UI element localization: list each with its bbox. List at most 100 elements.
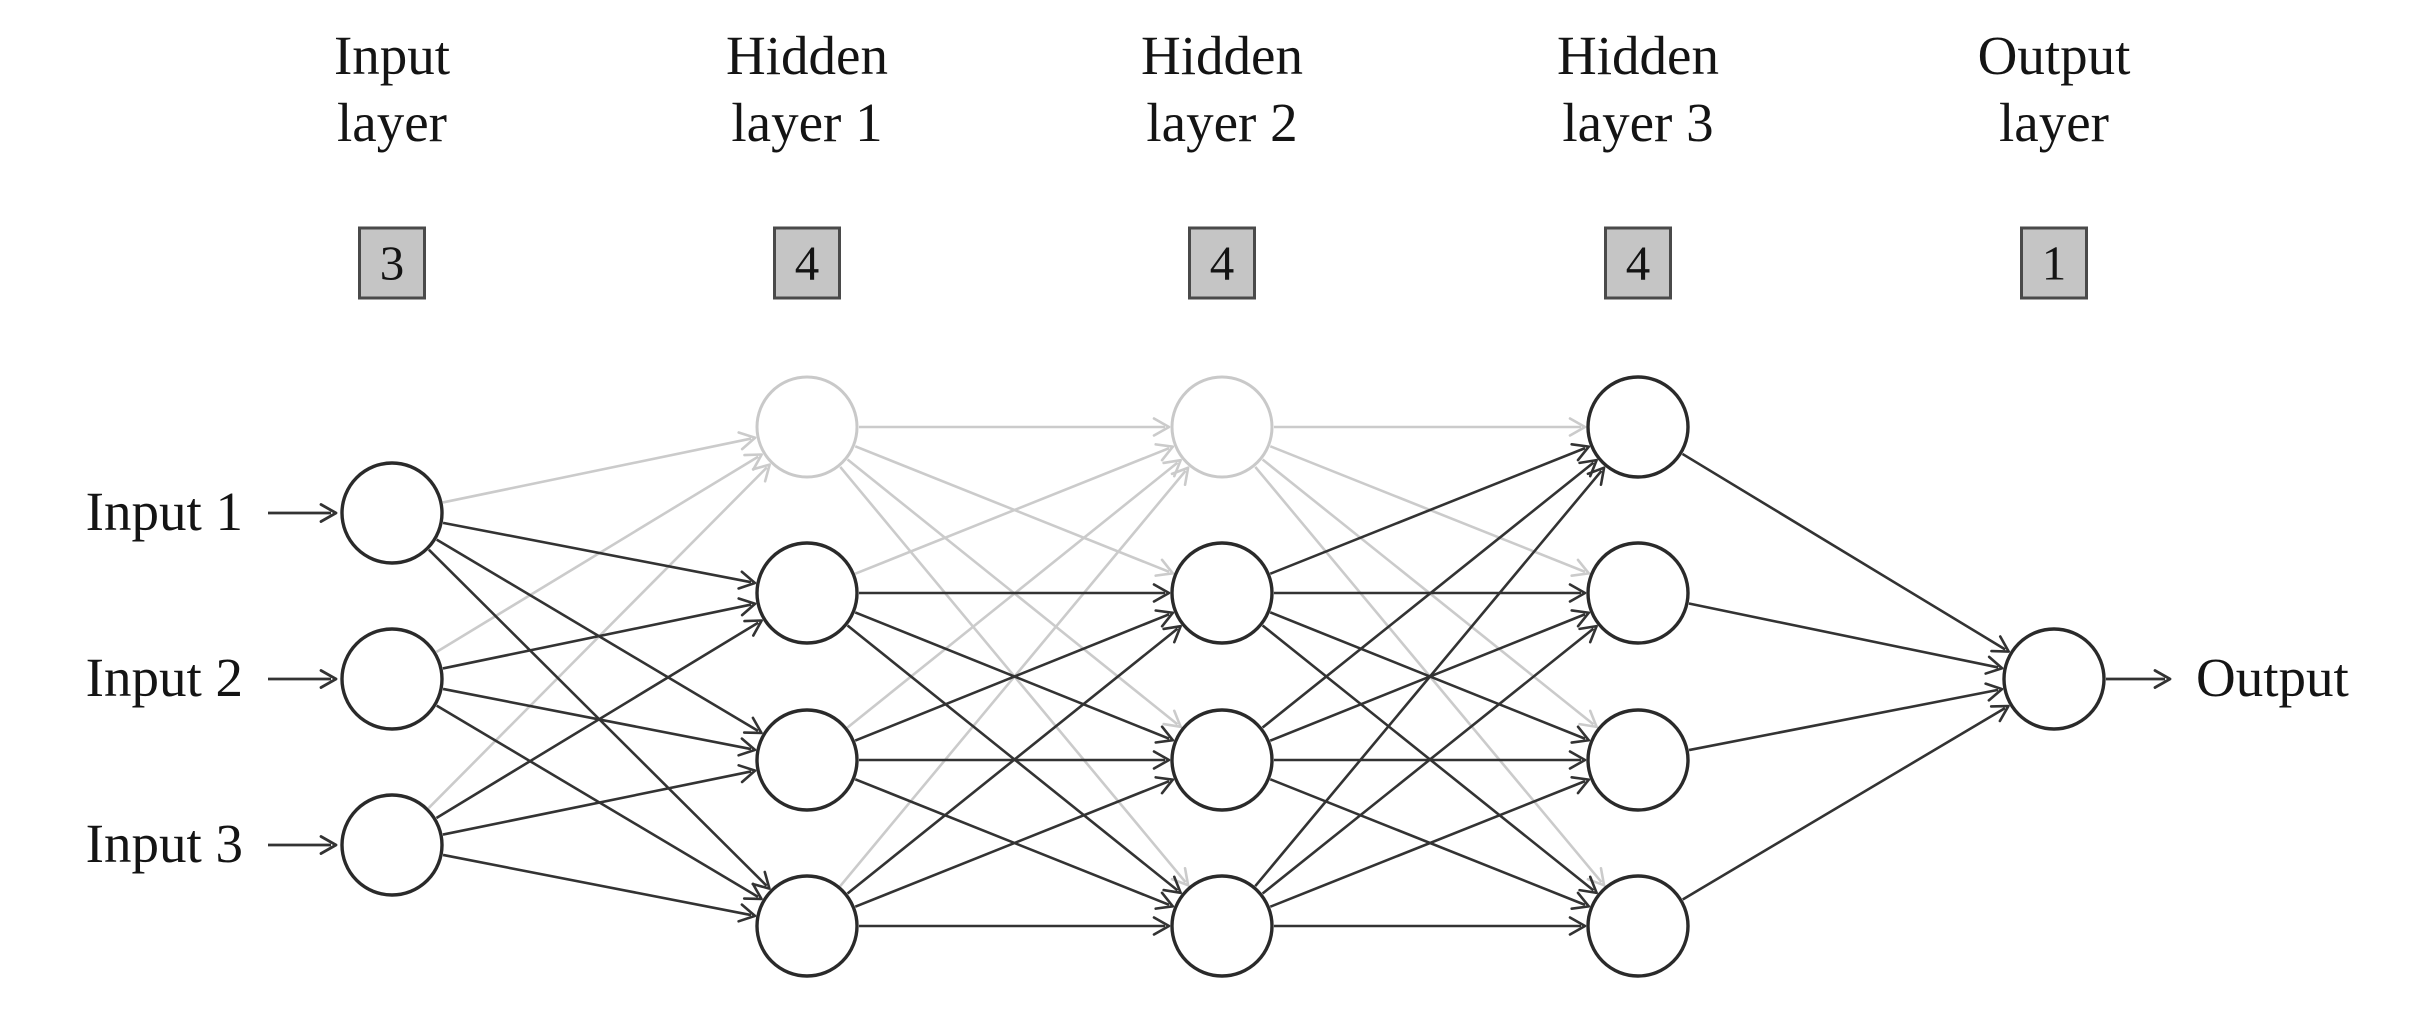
node-hidden-layer-1-n3 [755, 708, 859, 812]
edge-line [427, 466, 768, 810]
edge-input-layer-n3-to-hidden-layer-1-n3 [442, 764, 757, 836]
node-input-layer-n2 [340, 627, 444, 731]
edge-input-layer-n2-to-hidden-layer-1-n4 [436, 704, 763, 901]
edge-input-layer-n3-to-hidden-layer-1-n1 [427, 463, 771, 810]
edge-arrowhead-icon [1152, 583, 1171, 603]
edge-hidden-layer-2-n2-to-hidden-layer-3-n2 [1274, 583, 1587, 603]
edge-arrowhead-icon [1154, 443, 1175, 462]
edge-arrowhead-icon [742, 882, 763, 901]
edge-input-layer-n1-to-hidden-layer-1-n2 [442, 521, 757, 590]
edge-arrowhead-icon [1154, 558, 1175, 577]
edge-hidden-layer-2-n2-to-hidden-layer-3-n3 [1269, 611, 1591, 744]
input-arrow-1 [268, 503, 338, 523]
edge-hidden-layer-2-n2-to-hidden-layer-3-n4 [1261, 624, 1598, 895]
layer-header-line: Hidden [1141, 25, 1303, 86]
arrow-head-icon [319, 835, 338, 855]
edge-arrowhead-icon [742, 716, 763, 735]
edge-arrowhead-icon [1578, 709, 1598, 729]
node-hidden-layer-3-n4 [1586, 874, 1690, 978]
edge-hidden-layer-1-n4-to-hidden-layer-2-n2 [846, 624, 1182, 895]
edge-line [1269, 445, 1586, 574]
edge-arrowhead-icon [751, 870, 771, 890]
edge-line [442, 603, 752, 670]
layer-size-badge-hidden-3: 4 [1604, 226, 1672, 300]
edge-hidden-layer-1-n4-to-hidden-layer-2-n4 [859, 916, 1171, 936]
edge-line [1254, 469, 1603, 887]
edge-line [442, 770, 752, 836]
layer-header-line: layer 1 [731, 92, 883, 153]
edge-arrowhead-icon [1570, 443, 1591, 462]
layer-header-line: Hidden [726, 25, 888, 86]
edge-input-layer-n3-to-hidden-layer-1-n2 [435, 619, 763, 820]
edge-line [1269, 611, 1586, 740]
edge-hidden-layer-3-n2-to-output-layer-n1 [1688, 602, 2004, 675]
edge-line [1688, 688, 1999, 752]
edge-hidden-layer-2-n4-to-hidden-layer-3-n2 [1261, 624, 1598, 895]
node-hidden-layer-3-n1 [1586, 375, 1690, 479]
node-hidden-layer-3-n3 [1586, 708, 1690, 812]
edge-hidden-layer-2-n4-to-hidden-layer-3-n1 [1254, 466, 1606, 887]
edge-hidden-layer-3-n3-to-output-layer-n1 [1688, 682, 2004, 752]
edge-arrowhead-icon [737, 431, 757, 451]
edge-arrowhead-icon [1170, 466, 1190, 487]
node-hidden-layer-2-n3 [1170, 708, 1274, 812]
edge-arrowhead-icon [1984, 682, 2004, 702]
edge-hidden-layer-1-n2-to-hidden-layer-2-n4 [846, 624, 1182, 895]
arrow-head-icon [2153, 669, 2172, 689]
layer-header-output: Output layer [1824, 22, 2284, 156]
edge-hidden-layer-2-n3-to-hidden-layer-3-n4 [1269, 778, 1591, 910]
layer-header-line: layer 2 [1146, 92, 1298, 153]
edge-line [1261, 627, 1595, 895]
layer-size-badge-output: 1 [2020, 226, 2088, 300]
nodes [340, 375, 2106, 978]
edge-input-layer-n2-to-hidden-layer-1-n2 [442, 597, 757, 670]
edge-arrowhead-icon [1154, 725, 1175, 744]
edge-hidden-layer-1-n2-to-hidden-layer-2-n1 [854, 443, 1175, 575]
edge-arrowhead-icon [737, 597, 757, 617]
layer-size-badge-hidden-2: 4 [1188, 226, 1256, 300]
edge-line [854, 445, 1170, 574]
io-arrows [268, 503, 2172, 855]
edge-hidden-layer-1-n2-to-hidden-layer-2-n2 [859, 583, 1171, 603]
layer-header-line: Output [1977, 25, 2131, 86]
layer-header-line: layer 3 [1562, 92, 1714, 153]
edge-hidden-layer-1-n1-to-hidden-layer-2-n1 [859, 417, 1171, 437]
edge-arrowhead-icon [1162, 624, 1182, 644]
node-input-layer-n3 [340, 793, 444, 897]
edge-line [1682, 706, 2006, 901]
edge-arrowhead-icon [737, 764, 757, 784]
edge-line [854, 613, 1170, 742]
edge-arrowhead-icon [1990, 635, 2010, 653]
edges-active [427, 443, 2010, 936]
edge-arrowhead-icon [1570, 891, 1591, 910]
edge-line [427, 548, 768, 887]
edge-hidden-layer-2-n2-to-hidden-layer-3-n1 [1269, 443, 1591, 575]
edge-line [854, 778, 1170, 907]
layer-header-line: Hidden [1557, 25, 1719, 86]
edge-line [436, 704, 759, 898]
edge-line [854, 446, 1170, 575]
input-label-2: Input 2 [85, 646, 243, 708]
edges-dropped [427, 417, 1606, 887]
arrow-head-icon [319, 669, 338, 689]
edge-hidden-layer-3-n4-to-output-layer-n1 [1682, 704, 2010, 901]
edge-arrowhead-icon [1570, 776, 1591, 795]
edge-arrowhead-icon [743, 619, 763, 637]
edge-hidden-layer-2-n1-to-hidden-layer-3-n1 [1274, 417, 1587, 437]
edge-arrowhead-icon [743, 453, 763, 471]
input-arrow-3 [268, 835, 338, 855]
edge-arrowhead-icon [1154, 609, 1175, 628]
edge-arrowhead-icon [1152, 417, 1171, 437]
edge-input-layer-n1-to-hidden-layer-1-n4 [427, 548, 771, 890]
node-hidden-layer-1-n1-dropped [755, 375, 859, 479]
output-label: Output [2196, 646, 2349, 708]
edge-line [1261, 624, 1595, 892]
edge-line [435, 621, 759, 820]
edge-hidden-layer-1-n1-to-hidden-layer-2-n2 [854, 445, 1175, 577]
edge-arrowhead-icon [1989, 704, 2010, 723]
edge-hidden-layer-1-n3-to-hidden-layer-2-n2 [854, 609, 1175, 742]
edge-arrowhead-icon [1152, 916, 1171, 936]
edge-line [1269, 446, 1586, 575]
